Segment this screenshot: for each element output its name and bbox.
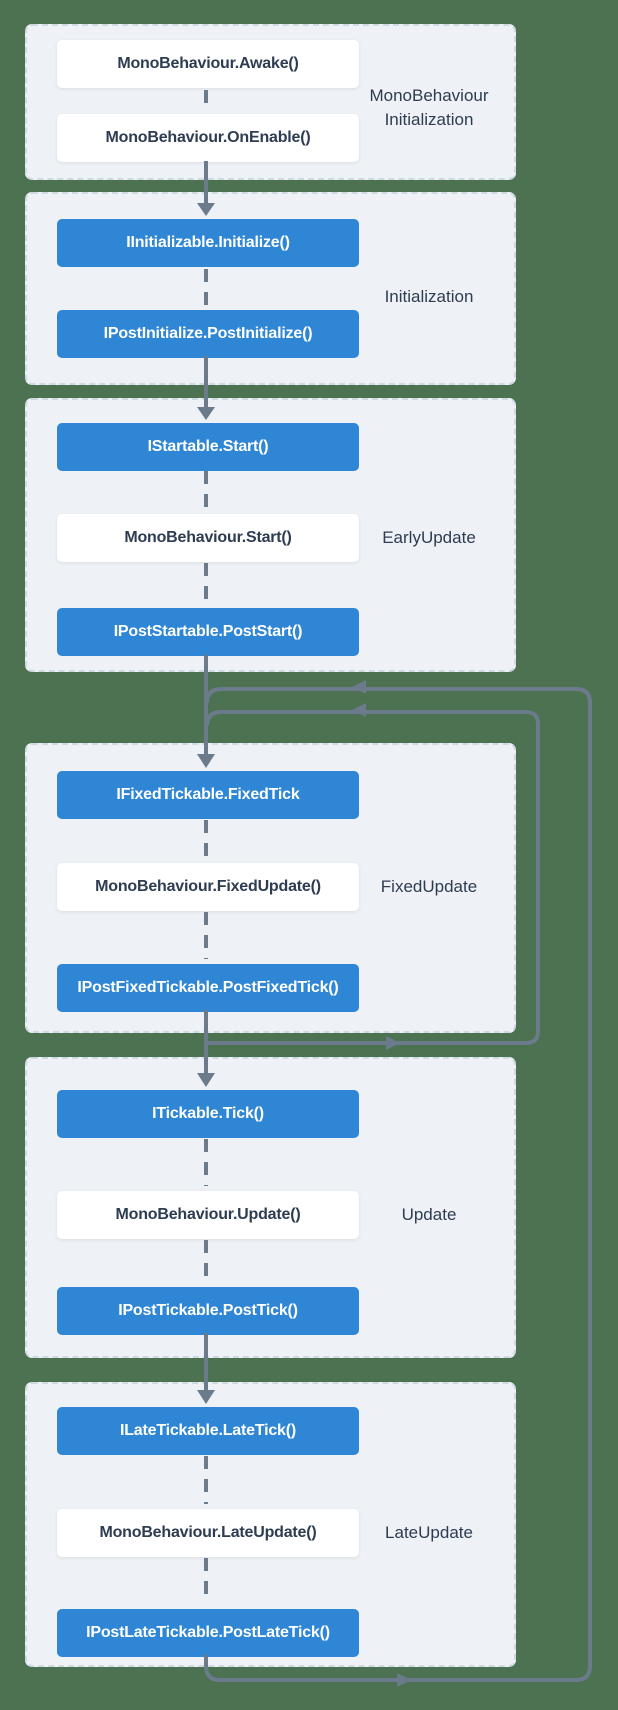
box-iinitializable-initialize: IInitializable.Initialize() [57,219,359,267]
box-ilatetickable-latetick: ILateTickable.LateTick() [57,1407,359,1455]
section-label-initialization: Initialization [384,287,474,306]
box-ipostfixedtickable-postfixedtick: IPostFixedTickable.PostFixedTick() [57,964,359,1012]
section-label-fixedupdate: FixedUpdate [380,877,478,896]
box-ipoststartable-poststart: IPostStartable.PostStart() [57,608,359,656]
section-initialization: IInitializable.Initialize() IPostInitial… [25,192,516,385]
box-monobehaviour-update: MonoBehaviour.Update() [57,1191,359,1239]
box-monobehaviour-awake: MonoBehaviour.Awake() [57,40,359,88]
section-update: ITickable.Tick() MonoBehaviour.Update() … [25,1057,516,1358]
box-ipostlatetickable-postlatetick: IPostLateTickable.PostLateTick() [57,1609,359,1657]
arrowhead-loop-frame-out [397,1673,411,1687]
section-monobehaviour-initialization: MonoBehaviour.Awake() MonoBehaviour.OnEn… [25,24,516,180]
section-label-lateupdate: LateUpdate [385,1523,473,1542]
arrowhead-loop-fixedupdate-return [352,703,366,717]
section-label-monobehaviour-initialization: MonoBehaviour Initialization [369,86,489,129]
box-monobehaviour-fixedupdate: MonoBehaviour.FixedUpdate() [57,863,359,911]
arrowhead-loop-frame-return [352,680,366,694]
box-monobehaviour-onenable: MonoBehaviour.OnEnable() [57,114,359,162]
section-label-earlyupdate: EarlyUpdate [382,528,476,547]
box-monobehaviour-start: MonoBehaviour.Start() [57,514,359,562]
arrowhead-loop-fixedupdate-out [386,1036,400,1050]
box-itickable-tick: ITickable.Tick() [57,1090,359,1138]
section-lateupdate: ILateTickable.LateTick() MonoBehaviour.L… [25,1382,516,1667]
box-iposttickable-posttick: IPostTickable.PostTick() [57,1287,359,1335]
box-istartable-start: IStartable.Start() [57,423,359,471]
box-ifixedtickable-fixedtick: IFixedTickable.FixedTick [57,771,359,819]
section-fixedupdate: IFixedTickable.FixedTick MonoBehaviour.F… [25,743,516,1033]
box-monobehaviour-lateupdate: MonoBehaviour.LateUpdate() [57,1509,359,1557]
section-earlyupdate: IStartable.Start() MonoBehaviour.Start()… [25,398,516,672]
section-label-update: Update [401,1205,457,1224]
box-ipostinitialize-postinitialize: IPostInitialize.PostInitialize() [57,310,359,358]
